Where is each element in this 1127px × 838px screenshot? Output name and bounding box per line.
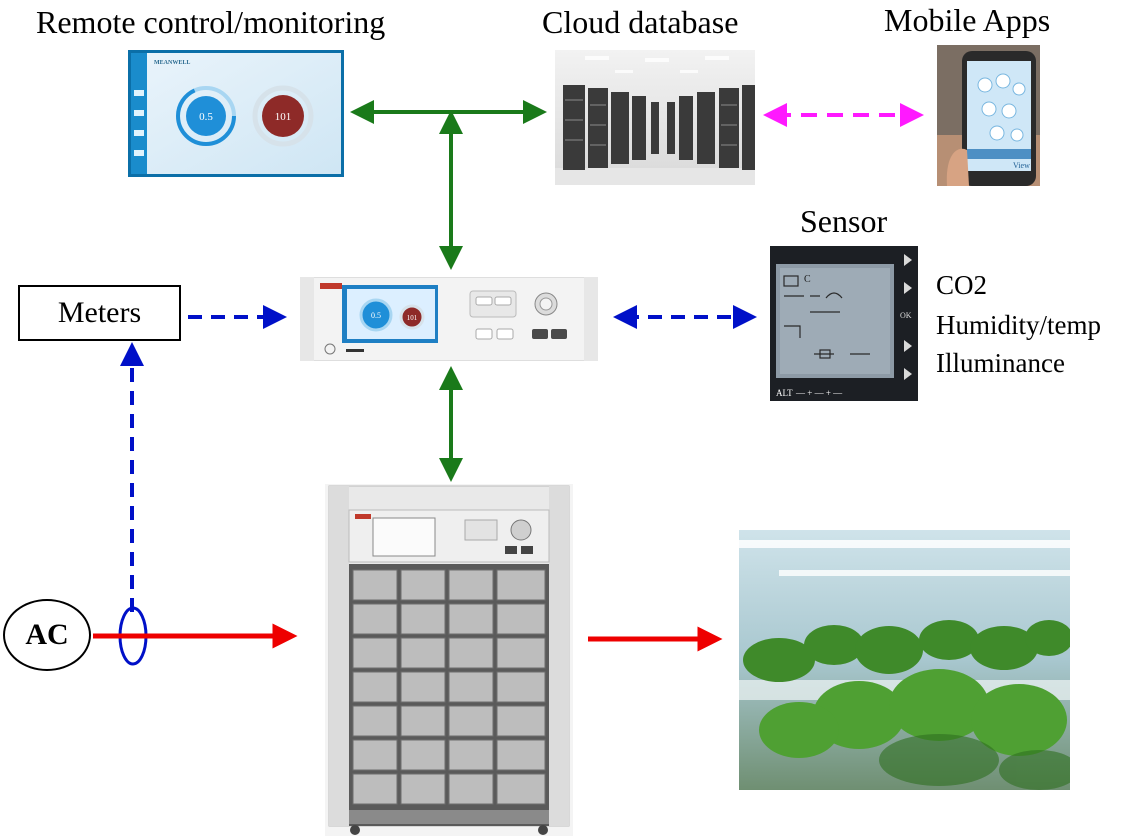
ac-label: AC — [25, 618, 69, 651]
meters-label: Meters — [57, 296, 142, 329]
cloud-database-image — [555, 50, 755, 185]
mobile-apps-image: View — [937, 45, 1040, 186]
controller-unit-image: 0.5 101 — [300, 277, 598, 361]
sensor-alt-label: ALT — [776, 388, 793, 398]
remote-value-left: 0.5 — [199, 111, 213, 123]
svg-text:OK: OK — [900, 311, 912, 320]
mobile-view-label: View — [1013, 161, 1030, 170]
remote-label: Remote control/monitoring — [36, 4, 386, 40]
sensor-label: Sensor — [800, 203, 888, 239]
cloud-label: Cloud database — [542, 4, 739, 40]
ac-source: AC — [3, 599, 91, 671]
meters-box: Meters — [18, 285, 181, 341]
controller-value-right: 101 — [407, 314, 418, 322]
sensor-display-image: C ALT — + — + — OK — [770, 246, 918, 401]
mobile-label: Mobile Apps — [884, 2, 1051, 38]
illuminance-label: Illuminance — [936, 348, 1065, 378]
plants-image — [739, 530, 1070, 790]
controller-value-left: 0.5 — [371, 311, 381, 320]
sensor-keys-label: — + — + — — [795, 388, 843, 398]
remote-monitor-image: MEANWELL 0.5 101 — [128, 50, 344, 177]
remote-brand: MEANWELL — [154, 60, 190, 66]
sensor-mode: C — [804, 274, 811, 285]
humidity-label: Humidity/temp — [936, 310, 1101, 340]
remote-value-right: 101 — [275, 111, 292, 123]
co2-label: CO2 — [936, 270, 988, 300]
power-rack-image — [325, 484, 573, 836]
